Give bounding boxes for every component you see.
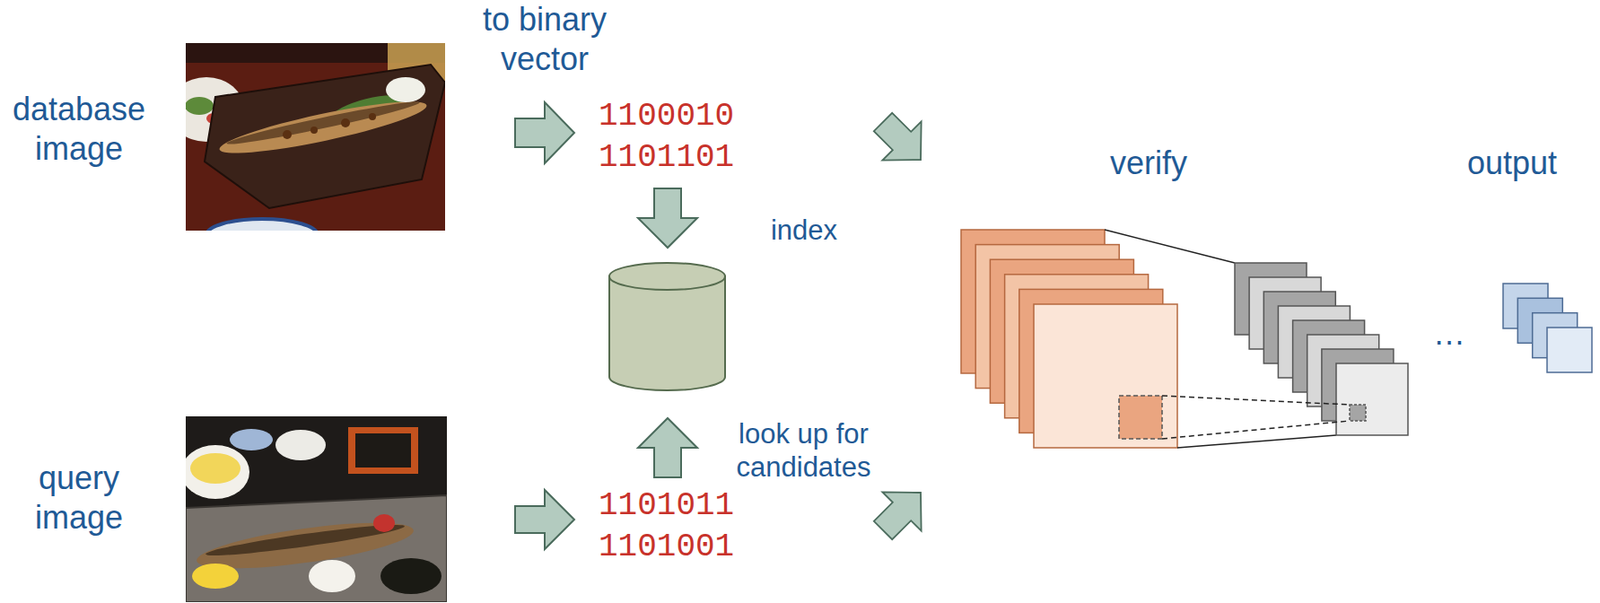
photo-char [282,130,292,140]
photo-daikon [385,77,426,103]
binary-code-box: 1101101 [598,137,779,179]
photo-fish [216,92,429,163]
photo-bowl [206,218,318,231]
receptive-field [1349,404,1366,421]
photo-char [310,126,318,134]
block-arrow [638,418,698,478]
step-label: look up for candidates [729,417,878,484]
step-label-box: to binary vector [468,0,621,79]
database-cylinder-top [609,262,726,290]
photo-seaweed [380,558,442,595]
image-label-box: query image [20,458,138,538]
binary-code: 1101011 [598,485,779,527]
feature-map [1336,363,1408,436]
photo-seaweed [355,433,411,468]
photo-char [368,113,376,121]
binary-code-box: 1101011 [598,485,779,527]
ellipsis: … [1422,314,1477,354]
photo-background [185,416,447,603]
photo-dish [204,64,446,209]
step-label-box: index [759,213,849,247]
photo-pickle [373,514,395,533]
dashed-projection [1162,395,1350,405]
block-arrow [638,188,698,248]
dashed-projection [1162,420,1350,439]
step-label: index [759,213,849,247]
binary-code-box: 1101001 [598,526,779,569]
output-map [1547,327,1592,373]
step-label-box: output [1431,143,1593,184]
projection-line [1177,435,1337,448]
photo-rice [190,453,241,484]
step-label: to binary vector [468,0,621,79]
feature-map [1033,304,1178,448]
photo-bowl [185,445,250,499]
binary-code: 1100010 [598,96,779,138]
block-arrow [515,102,575,164]
photo-char [340,118,350,128]
photo-dish [275,429,326,461]
database-cylinder [609,276,726,391]
photo-daikon [308,559,356,593]
receptive-field [1119,395,1163,439]
block-arrow [863,102,940,179]
binary-code-box: 1100010 [598,96,779,138]
step-label-box: verify [1058,143,1239,184]
photo-lemon [192,563,239,589]
step-label: output [1431,143,1593,184]
ellipsis-box: … [1422,314,1477,354]
photo-tray [185,495,447,603]
block-arrow [515,489,575,550]
image-label: query image [20,458,138,538]
photo-fish-skin [225,96,421,149]
binary-code: 1101101 [598,137,779,179]
photo-box [348,427,419,474]
image-label-box: database image [2,89,156,169]
projection-line [1104,229,1235,263]
block-arrow [863,472,940,550]
photo-background [185,43,446,231]
binary-code: 1101001 [598,526,779,569]
photo-dish [229,428,273,451]
image-label: database image [2,89,156,169]
photo-salad [185,96,214,115]
step-label-box: look up for candidates [729,417,878,484]
step-label: verify [1058,143,1239,184]
